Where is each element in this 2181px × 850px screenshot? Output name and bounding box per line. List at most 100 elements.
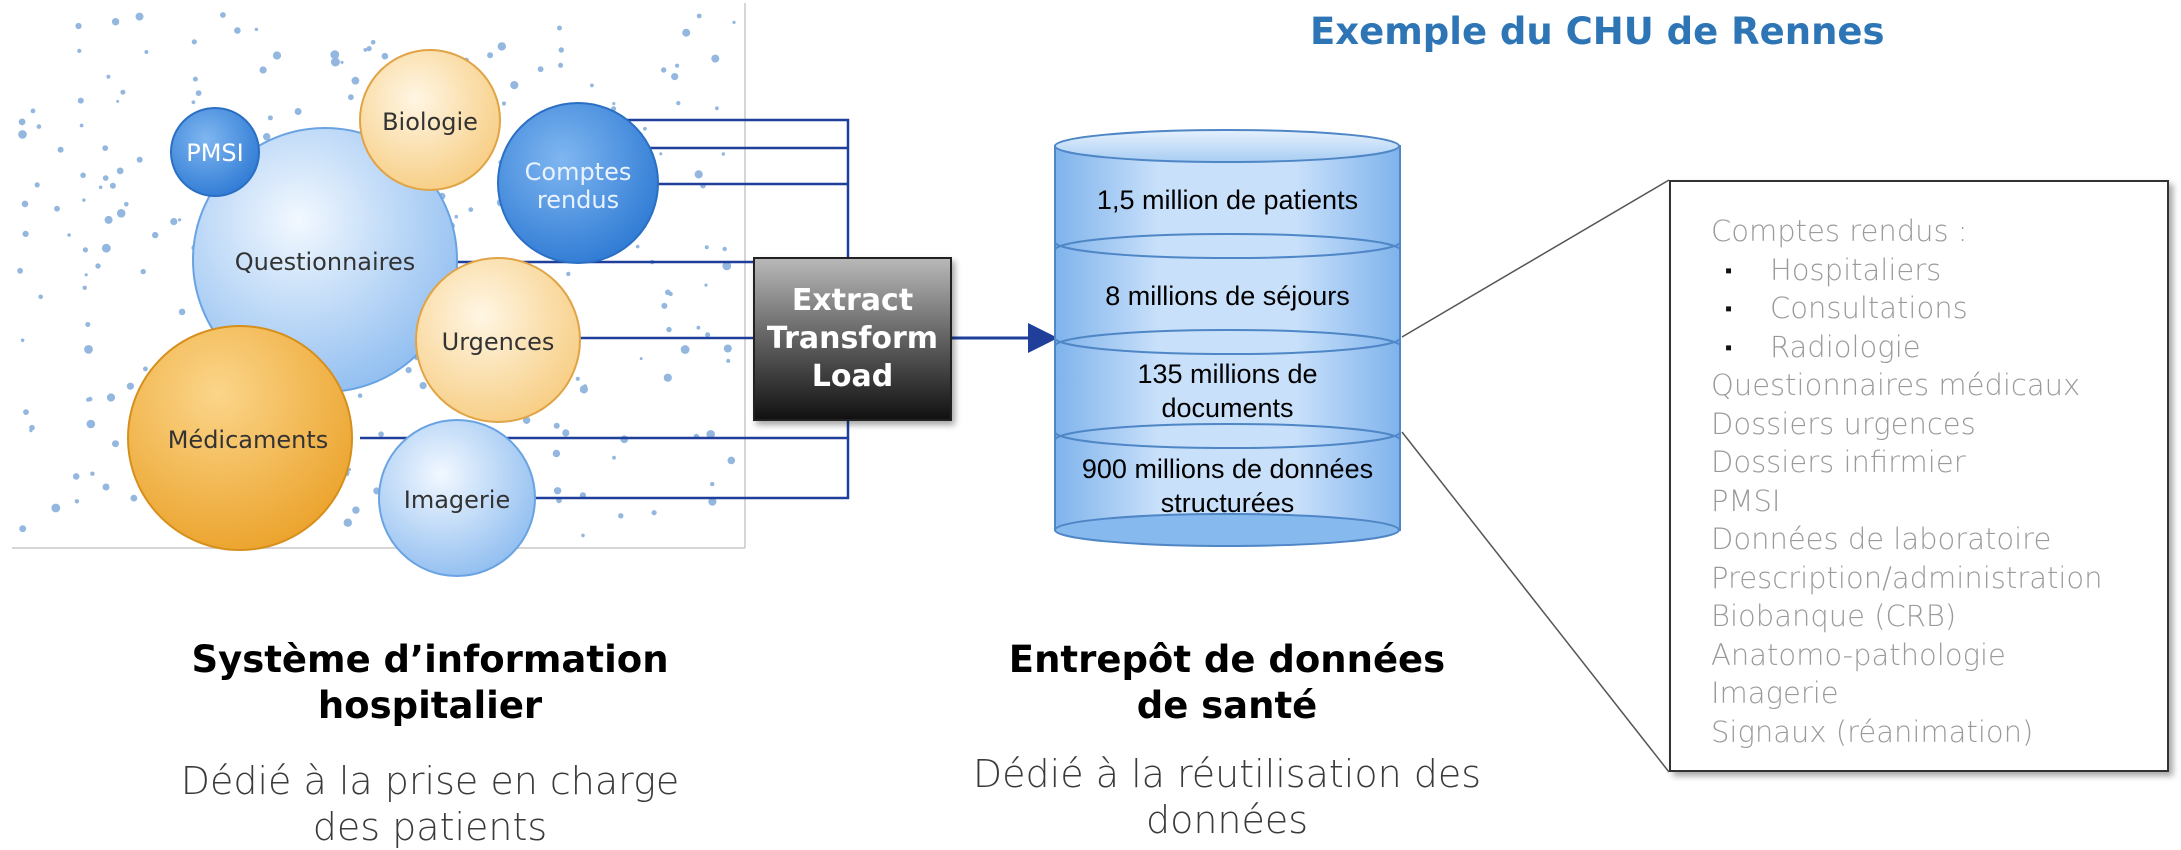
network-node [558,47,564,53]
network-node [370,40,376,45]
network-node [259,66,267,74]
network-node [152,231,159,239]
network-node [722,261,732,271]
warehouse-layer-4-line1: 900 millions de données [1081,454,1374,484]
network-node [29,429,33,433]
network-node [710,481,715,487]
network-node [90,471,95,476]
etl-line-1: Extract [791,283,914,318]
detail-list-box: Comptes rendus : ▪Hospitaliers ▪Consulta… [1669,180,2169,772]
network-node [116,167,124,175]
network-node [510,81,519,90]
network-node [501,101,507,106]
network-node [704,245,709,250]
circle-comptes-rendus [497,102,659,264]
network-node [192,76,198,82]
network-node [102,175,109,181]
network-node [101,243,111,253]
network-node [30,108,36,114]
sih-description-line-1: Dédié à la prise en charge [180,759,680,803]
network-node [263,133,271,141]
label-imagerie: Imagerie [404,486,510,514]
network-node [575,376,580,381]
network-node [726,358,731,363]
network-node [23,409,29,415]
detail-bullet-item: ▪Hospitaliers [1711,251,2167,290]
network-node [74,499,80,504]
warehouse-description-line-1: Dédié à la réutilisation des [972,752,1482,796]
warehouse-description-line-2: données [1145,798,1309,842]
detail-bullet-label: Radiologie [1770,329,1921,364]
etl-line-2: Transform [766,321,939,356]
label-urgences: Urgences [442,328,555,356]
network-node [20,338,25,343]
network-node [170,218,178,226]
network-node [75,22,82,30]
warehouse-layer-2: 8 millions de séjours [1055,279,1400,313]
network-node [612,455,616,460]
network-node [330,57,340,67]
network-node [51,503,61,513]
circle-biologie [359,49,501,191]
network-node [267,115,273,121]
warehouse-layer-3-line1: 135 millions de [1137,359,1318,389]
detail-list-header: Comptes rendus : [1711,214,1968,248]
network-node [405,367,412,374]
network-node [19,525,27,533]
network-node [381,52,389,60]
network-node [723,344,732,353]
warehouse-layer-4: 900 millions de données structurées [1055,452,1400,520]
network-node [639,357,643,361]
etl-box: Extract Transform Load [753,257,952,421]
etl-line-3: Load [811,359,894,394]
network-node [348,94,354,101]
network-node [562,429,570,437]
network-node [84,345,93,354]
label-comptes-rendus-1: Comptes [525,158,632,186]
network-node [694,170,703,179]
network-node [220,12,226,18]
network-node [143,366,148,372]
network-node [643,126,647,131]
network-node [54,205,60,212]
network-node [671,73,679,81]
network-node [178,218,182,222]
network-node [558,62,564,68]
network-node [557,25,562,31]
network-node [38,294,43,300]
network-node [79,123,84,128]
network-node [34,182,40,188]
network-node [696,325,701,330]
warehouse-layer-1: 1,5 million de patients [1055,183,1400,217]
detail-list-item: Données de laboratoire [1711,522,2052,556]
network-node [722,246,727,252]
detail-list-item: Imagerie [1711,676,1839,710]
network-node [552,449,561,458]
warehouse-layer-3: 135 millions de documents [1055,357,1400,425]
warehouse-layer-3-line2: documents [1161,393,1294,423]
network-node [22,230,29,237]
sih-heading-line-2: hospitalier [317,684,543,727]
network-node [87,396,93,402]
network-node [620,435,629,444]
network-node [487,52,494,59]
warehouse-layer-2-line1: 8 millions de séjours [1105,281,1350,311]
warehouse-heading-line-2: de santé [1136,684,1318,727]
bullet-icon: ▪ [1725,334,1733,359]
network-node [721,152,725,156]
network-node [553,422,560,429]
network-node [352,506,360,514]
warehouse-description: Dédié à la réutilisation des données [927,751,1527,843]
network-node [116,99,120,103]
detail-list-item: PMSI [1711,483,1781,518]
network-node [537,66,544,73]
detail-list-item: Questionnaires médicaux [1711,368,2081,402]
network-node [661,302,668,309]
detail-list-item: Dossiers infirmier [1711,445,1966,479]
network-node [191,100,196,105]
network-node [705,332,711,338]
network-node [727,456,736,465]
network-node [659,152,663,156]
network-node [98,185,103,190]
label-pmsi: PMSI [186,139,244,167]
